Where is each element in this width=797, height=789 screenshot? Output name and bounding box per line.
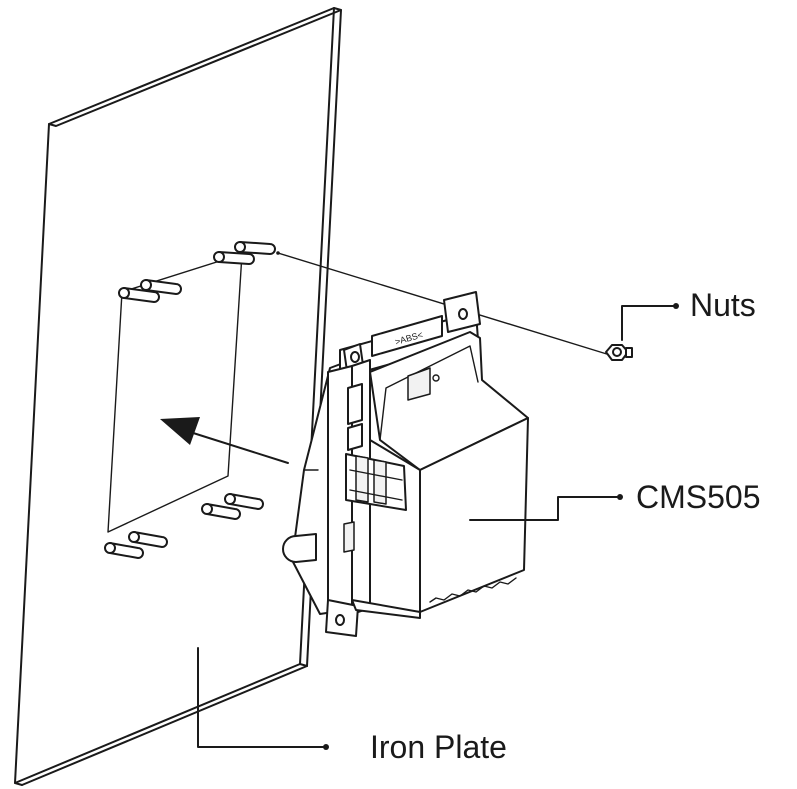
nut-part (605, 344, 633, 361)
stud-top-left-lower (118, 287, 160, 303)
cms505-device: >ABS< (282, 291, 529, 637)
iron-plate (14, 7, 342, 786)
mounting-studs (104, 241, 276, 559)
callout-iron-plate: Iron Plate (197, 647, 507, 765)
mounting-cutout (107, 253, 243, 533)
callout-nuts: Nuts (621, 287, 756, 341)
iron-plate-label: Iron Plate (370, 729, 507, 765)
stud-bottom-right-upper (224, 493, 264, 510)
stud-bottom-right-lower (201, 503, 241, 520)
stud-bottom-left-upper (128, 531, 168, 548)
callout-cms505: CMS505 (469, 479, 761, 521)
nuts-label: Nuts (690, 287, 756, 323)
stud-top-right-lower (213, 251, 255, 265)
cms505-label: CMS505 (636, 479, 761, 515)
stud-top-left-upper (140, 279, 182, 295)
stud-top-right-upper (234, 241, 276, 255)
insertion-direction-arrow (160, 417, 289, 464)
stud-bottom-left-lower (104, 542, 144, 559)
